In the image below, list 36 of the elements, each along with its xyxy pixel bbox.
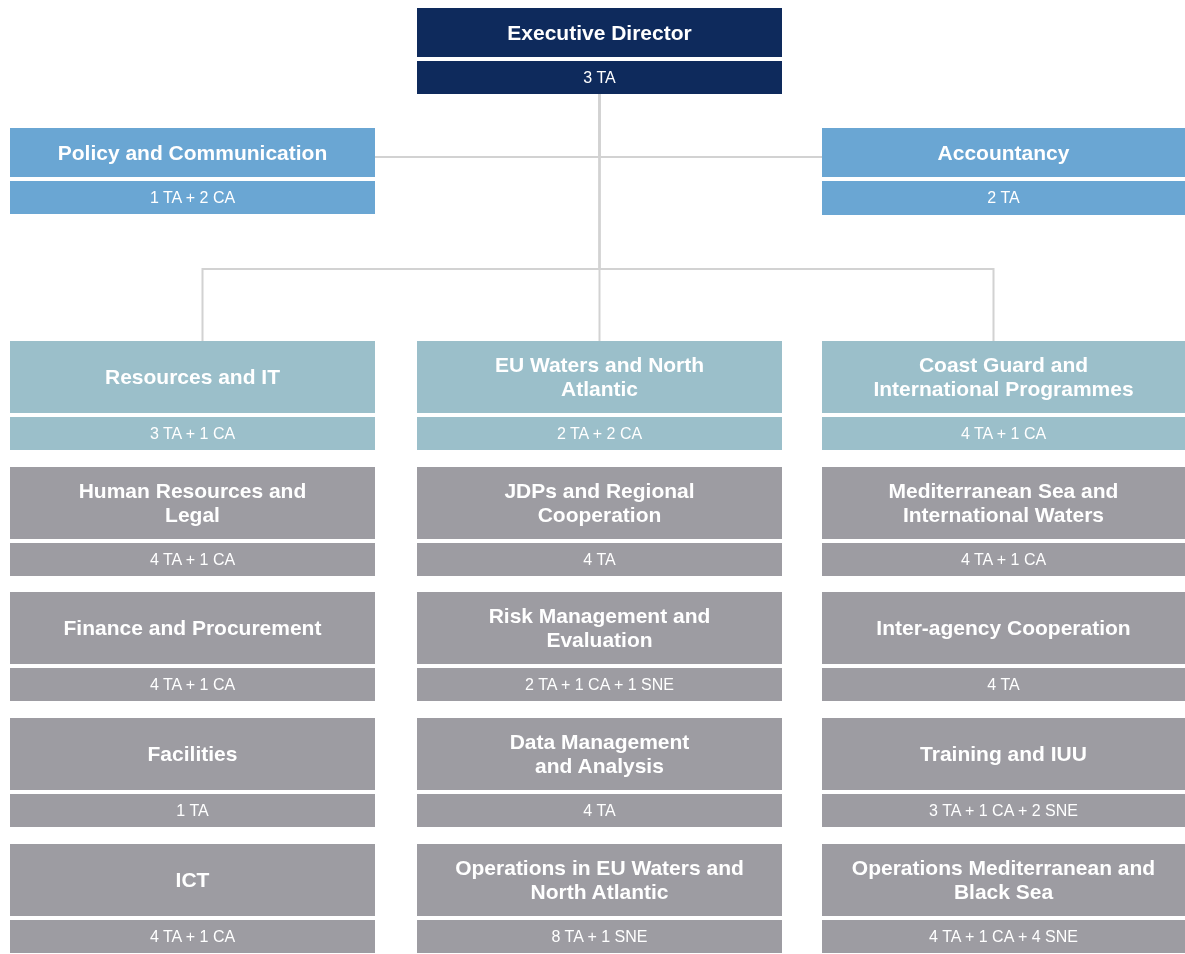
unit-name: EU Waters and North Atlantic [493, 353, 706, 401]
staff-count-bar: 1 TA + 2 CA [10, 181, 375, 214]
unit-name: Facilities [147, 742, 238, 766]
unit-name: Coast Guard and International Programmes [872, 353, 1135, 401]
unit-name: Data Management and Analysis [508, 730, 691, 778]
staff-count-bar: 3 TA [417, 61, 782, 94]
unit-name: Policy and Communication [57, 140, 328, 165]
staff-count-bar: 3 TA + 1 CA + 2 SNE [822, 794, 1185, 827]
unit-name: Operations in EU Waters and North Atlantic [454, 856, 745, 904]
unit-name: Training and IUU [920, 742, 1087, 766]
staff-count-bar: 4 TA + 1 CA [10, 543, 375, 576]
unit-name: Accountancy [937, 140, 1070, 165]
unit-name: ICT [175, 868, 210, 892]
staff-count-bar: 2 TA + 1 CA + 1 SNE [417, 668, 782, 701]
unit-name: Human Resources and Legal [77, 479, 308, 527]
staff-count-bar: 2 TA [822, 181, 1185, 215]
staff-count-bar: 4 TA + 1 CA [822, 417, 1185, 450]
unit-name: Risk Management and Evaluation [487, 604, 712, 652]
staff-count-bar: 3 TA + 1 CA [10, 417, 375, 450]
staff-count-bar: 4 TA [822, 668, 1185, 701]
staff-count-bar: 4 TA + 1 CA [10, 668, 375, 701]
staff-count-bar: 4 TA [417, 794, 782, 827]
unit-name: Inter-agency Cooperation [876, 616, 1131, 640]
staff-count-bar: 4 TA [417, 543, 782, 576]
unit-name: JDPs and Regional Cooperation [503, 479, 696, 527]
unit-name: Executive Director [507, 20, 692, 45]
staff-count-bar: 4 TA + 1 CA + 4 SNE [822, 920, 1185, 953]
staff-count-bar: 1 TA [10, 794, 375, 827]
unit-name: Resources and IT [104, 365, 281, 389]
staff-count-bar: 8 TA + 1 SNE [417, 920, 782, 953]
unit-name: Mediterranean Sea and International Waters [887, 479, 1120, 527]
staff-count-bar: 2 TA + 2 CA [417, 417, 782, 450]
unit-name: Operations Mediterranean and Black Sea [850, 856, 1157, 904]
staff-count-bar: 4 TA + 1 CA [10, 920, 375, 953]
unit-name: Finance and Procurement [63, 616, 322, 640]
staff-count-bar: 4 TA + 1 CA [822, 543, 1185, 576]
